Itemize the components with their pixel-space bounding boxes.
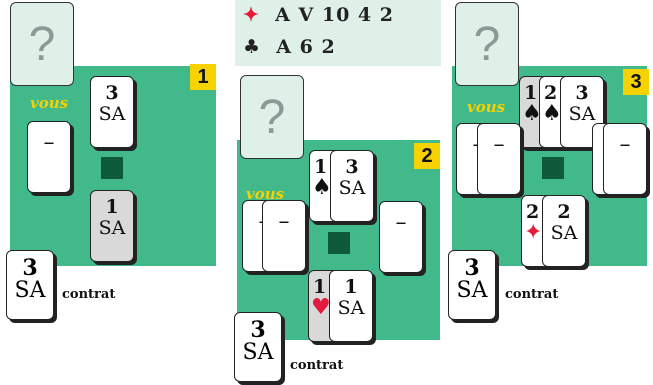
south-bid-card: 1 SA xyxy=(90,190,134,262)
card-number: 1 xyxy=(314,156,328,178)
contract-label-1: contrat xyxy=(62,287,116,302)
heart-icon: ♥ xyxy=(311,295,331,320)
south-bid-level: SA xyxy=(98,217,126,239)
table-center xyxy=(101,157,123,179)
diamonds-cards: A V 10 4 2 xyxy=(275,4,394,26)
vous-label-2: vous xyxy=(246,185,285,203)
club-icon: ♣ xyxy=(243,36,262,58)
card-level: SA xyxy=(337,297,365,319)
south-card-b: 1 SA xyxy=(329,270,373,342)
table-center xyxy=(328,232,350,254)
question-card-1: ? xyxy=(10,2,74,86)
card-number: 1 xyxy=(313,276,327,298)
question-card-2: ? xyxy=(240,75,304,159)
spade-icon: ♠ xyxy=(522,101,542,126)
diamonds-row: ✦ A V 10 4 2 xyxy=(243,4,394,26)
pass-dash: – xyxy=(493,132,505,157)
north-card-b: 3 SA xyxy=(330,150,374,222)
card-level: SA xyxy=(338,177,366,199)
south-card-b: 2 SA xyxy=(542,195,586,267)
card-number: 2 xyxy=(557,201,571,223)
east-card: – xyxy=(379,201,423,273)
north-bid-level: SA xyxy=(98,103,126,125)
diamond-icon: ✦ xyxy=(524,220,543,245)
west-card-b: – xyxy=(262,200,306,272)
hand-display: ✦ A V 10 4 2 ♣ A 6 2 xyxy=(235,0,441,66)
contract-number: 3 xyxy=(250,317,266,343)
vous-label-1: vous xyxy=(30,94,69,112)
card-number: 3 xyxy=(345,156,359,178)
spade-icon: ♠ xyxy=(542,101,562,126)
pass-dash: – xyxy=(278,209,290,234)
contract-card-2: 3 SA xyxy=(234,312,282,382)
step-badge-1: 1 xyxy=(190,64,216,90)
vous-label-3: vous xyxy=(467,98,506,116)
contract-level: SA xyxy=(456,278,488,303)
pass-dash: – xyxy=(395,210,407,235)
step-badge-3: 3 xyxy=(623,69,649,95)
north-bid-card: 3 SA xyxy=(90,76,134,148)
pass-dash: – xyxy=(619,132,631,157)
question-card-3: ? xyxy=(455,2,519,86)
west-pass-card: – xyxy=(27,121,71,193)
contract-card-3: 3 SA xyxy=(448,250,496,320)
contract-level: SA xyxy=(14,278,46,303)
north-bid-number: 3 xyxy=(105,82,119,104)
north-card-c: 3 SA xyxy=(560,76,604,148)
clubs-row: ♣ A 6 2 xyxy=(243,36,336,58)
west-card-b: – xyxy=(477,123,521,195)
card-number: 3 xyxy=(575,82,589,104)
east-card-b: – xyxy=(603,123,647,195)
contract-number: 3 xyxy=(464,255,480,281)
clubs-cards: A 6 2 xyxy=(276,36,336,58)
spade-icon: ♠ xyxy=(312,175,332,200)
contract-label-3: contrat xyxy=(505,287,559,302)
card-number: 1 xyxy=(524,82,538,104)
contract-card-1: 3 SA xyxy=(6,250,54,320)
card-level: SA xyxy=(568,103,596,125)
diamond-icon: ✦ xyxy=(243,4,260,26)
card-number: 1 xyxy=(344,276,358,298)
contract-level: SA xyxy=(242,340,274,365)
card-number: 2 xyxy=(544,82,558,104)
south-bid-number: 1 xyxy=(105,196,119,218)
contract-label-2: contrat xyxy=(290,358,344,373)
step-badge-2: 2 xyxy=(414,143,440,169)
card-number: 2 xyxy=(526,201,540,223)
contract-number: 3 xyxy=(22,255,38,281)
table-center xyxy=(542,157,564,179)
pass-dash: – xyxy=(43,130,55,155)
card-level: SA xyxy=(550,222,578,244)
